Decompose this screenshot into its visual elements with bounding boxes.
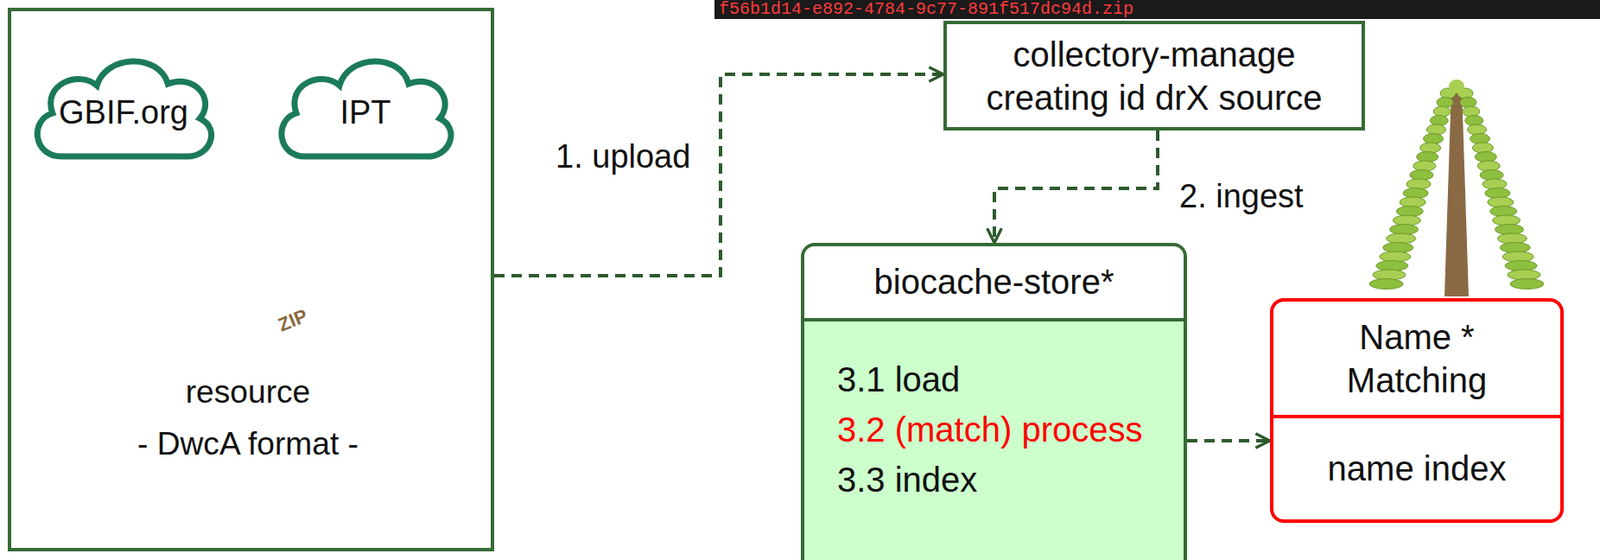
dashed-arrow: [1187, 438, 1270, 443]
matching-header: Name * Matching: [1273, 301, 1561, 419]
matching-box: Name * Matching name index: [1269, 298, 1564, 523]
caption-text: - DwcA format -: [11, 417, 485, 470]
step-text: 3.2 (match) process: [837, 404, 1175, 455]
store-box: biocache-store* 3.1 load3.2 (match) proce…: [800, 242, 1188, 560]
step-text: 3.3 index: [837, 454, 1175, 505]
matching-text: name index: [1327, 449, 1507, 489]
process-label: collectory-manage creating id drX source: [964, 32, 1345, 120]
matching-body: name index: [1273, 418, 1561, 520]
cloud-label: IPT: [339, 94, 391, 132]
edge-label: 1. upload: [552, 138, 693, 176]
store-header: biocache-store*: [804, 246, 1184, 322]
source-cloud: IPT: [270, 45, 461, 167]
process-box: collectory-manage creating id drX source: [943, 20, 1366, 131]
console-text: f56b1d14-e892-4784-9c77-891f517dc94d.zip: [718, 0, 1134, 20]
source-cloud: GBIF.org: [25, 45, 222, 167]
cloud-label: GBIF.org: [58, 94, 189, 132]
edge-label: 2. ingest: [1176, 177, 1307, 216]
dashed-arrow: [994, 130, 1158, 243]
step-text: 3.1 load: [837, 354, 1175, 405]
resource-panel: resource- DwcA format - GBIF.org IPT: [7, 7, 495, 552]
store-body: 3.1 load3.2 (match) process3.3 index: [804, 321, 1184, 505]
tree-illustration: [1369, 79, 1544, 297]
store-title: biocache-store*: [874, 262, 1115, 302]
caption-text: resource: [11, 365, 485, 418]
matching-title: Name * Matching: [1326, 315, 1508, 402]
caption: resource- DwcA format -: [11, 365, 485, 470]
